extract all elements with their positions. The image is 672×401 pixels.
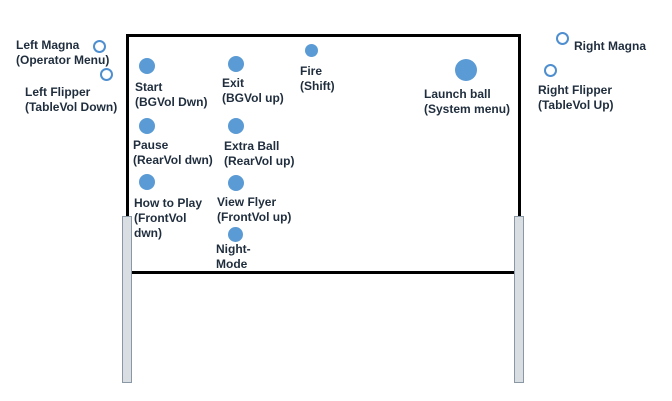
extra-ball-function: (RearVol up) bbox=[224, 154, 295, 168]
launch-ball-label: Launch ball (System menu) bbox=[424, 87, 510, 117]
fire-function: (Shift) bbox=[300, 79, 335, 93]
start-label: Start (BGVol Dwn) bbox=[135, 80, 207, 110]
right-flipper-name: Right Flipper bbox=[538, 83, 612, 97]
right-flipper-button[interactable] bbox=[544, 64, 557, 77]
start-function: (BGVol Dwn) bbox=[135, 95, 208, 109]
left-flipper-name: Left Flipper bbox=[25, 85, 91, 99]
extra-ball-name: Extra Ball bbox=[224, 139, 280, 153]
left-magna-name: Left Magna bbox=[16, 38, 80, 52]
fire-button[interactable] bbox=[305, 44, 318, 57]
night-mode-button[interactable] bbox=[228, 227, 243, 242]
pause-button[interactable] bbox=[139, 118, 155, 134]
right-magna-button[interactable] bbox=[556, 32, 569, 45]
cabinet-panel-frame bbox=[126, 34, 521, 274]
launch-ball-button[interactable] bbox=[455, 59, 477, 81]
right-magna-name: Right Magna bbox=[574, 39, 646, 53]
how-to-play-label: How to Play (FrontVol dwn) bbox=[134, 196, 202, 241]
extra-ball-label: Extra Ball (RearVol up) bbox=[224, 139, 294, 169]
start-button[interactable] bbox=[139, 58, 155, 74]
view-flyer-label: View Flyer (FrontVol up) bbox=[217, 195, 291, 225]
how-to-play-name: How to Play bbox=[134, 196, 203, 210]
start-name: Start bbox=[135, 80, 163, 94]
left-magna-button[interactable] bbox=[93, 40, 106, 53]
exit-function: (BGVol up) bbox=[222, 91, 284, 105]
exit-name: Exit bbox=[222, 76, 245, 90]
right-leg bbox=[514, 216, 524, 383]
pause-label: Pause (RearVol dwn) bbox=[133, 138, 213, 168]
left-magna-function: (Operator Menu) bbox=[16, 53, 110, 67]
exit-label: Exit (BGVol up) bbox=[222, 76, 284, 106]
left-magna-label: Left Magna (Operator Menu) bbox=[16, 38, 109, 68]
launch-ball-name: Launch ball bbox=[424, 87, 491, 101]
night-mode-name: Night- bbox=[216, 242, 251, 256]
night-mode-name-cont: Mode bbox=[216, 257, 248, 271]
left-flipper-button[interactable] bbox=[100, 68, 113, 81]
launch-ball-function: (System menu) bbox=[424, 102, 511, 116]
how-to-play-button[interactable] bbox=[139, 174, 155, 190]
right-flipper-label: Right Flipper (TableVol Up) bbox=[538, 83, 614, 113]
view-flyer-button[interactable] bbox=[228, 175, 244, 191]
right-flipper-function: (TableVol Up) bbox=[538, 98, 614, 112]
view-flyer-name: View Flyer bbox=[217, 195, 277, 209]
left-leg bbox=[122, 216, 132, 383]
exit-button[interactable] bbox=[228, 56, 244, 72]
how-to-play-function: (FrontVol bbox=[134, 211, 187, 225]
how-to-play-function-cont: dwn) bbox=[134, 226, 162, 240]
view-flyer-function: (FrontVol up) bbox=[217, 210, 292, 224]
left-flipper-function: (TableVol Down) bbox=[25, 100, 118, 114]
right-magna-label: Right Magna bbox=[574, 39, 646, 54]
fire-name: Fire bbox=[300, 64, 323, 78]
night-mode-label: Night- Mode bbox=[216, 242, 251, 272]
fire-label: Fire (Shift) bbox=[300, 64, 335, 94]
left-flipper-label: Left Flipper (TableVol Down) bbox=[25, 85, 117, 115]
pause-function: (RearVol dwn) bbox=[133, 153, 213, 167]
extra-ball-button[interactable] bbox=[228, 118, 244, 134]
pause-name: Pause bbox=[133, 138, 169, 152]
